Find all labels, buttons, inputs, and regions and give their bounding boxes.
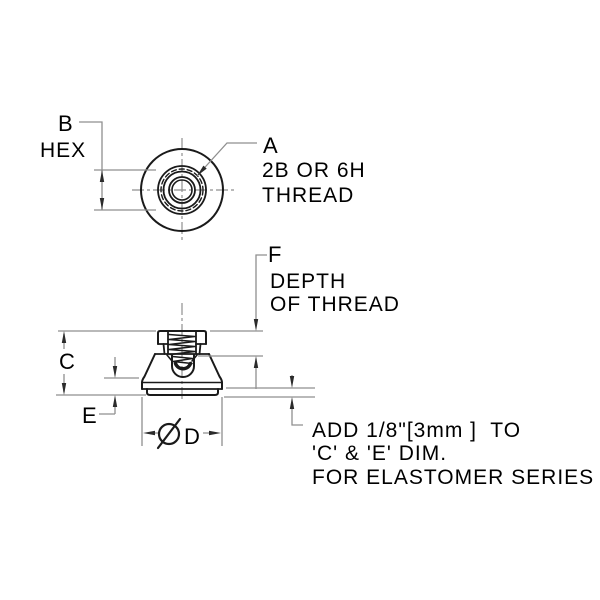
diameter-symbol-slash [156, 417, 182, 450]
note-line1: ADD 1/8"[3mm ] TO [312, 419, 521, 442]
a-thread-class-label: 2B OR 6H [262, 159, 366, 182]
thread-minor-circle [162, 170, 202, 210]
thread-coil-lower [171, 355, 194, 365]
d-arrow-left [143, 430, 155, 436]
a-thread-word-label: THREAD [262, 184, 354, 207]
cone-right-edge [208, 353, 223, 390]
c-arrow-up [61, 331, 67, 343]
callout-arrow-up [289, 397, 295, 409]
thread-coil-upper [168, 333, 196, 356]
c-label: C [59, 349, 76, 374]
b-dimension-line [79, 121, 103, 210]
socket-chamfer-lines [166, 354, 198, 362]
bore-chamfer-circle [168, 176, 196, 204]
bore-circle [171, 179, 193, 201]
e-arrow-up [112, 395, 118, 407]
note-line3: FOR ELASTOMER SERIES [312, 466, 594, 489]
hex-boss-circle [157, 165, 207, 215]
d-dimension: D [141, 397, 223, 450]
a-leader-arrow [197, 165, 207, 176]
cone-left-edge [141, 353, 156, 390]
top-view: B HEX A 2B OR 6H THREAD [40, 111, 366, 243]
e-tail-bottom [99, 406, 116, 415]
d-label: D [184, 424, 201, 449]
b-arrow-down [99, 198, 105, 210]
f-of-thread-label: OF THREAD [270, 293, 400, 316]
f-dimension: F DEPTH OF THREAD [198, 242, 400, 389]
base-bottom-band [146, 388, 219, 396]
b-hex-label: HEX [40, 139, 86, 162]
e-label: E [82, 403, 98, 428]
e-arrow-down [112, 366, 118, 378]
swivel-socket-outline [171, 354, 195, 378]
f-label: F [268, 242, 282, 267]
swivel-ball-arc [173, 361, 193, 371]
hex-inner-edges [167, 331, 197, 355]
a-leader-line [196, 142, 257, 177]
note-line2: 'C' & 'E' DIM. [312, 442, 447, 465]
thread-major-dashed-circle [160, 168, 204, 212]
c-arrow-down [61, 383, 67, 395]
f-arrow-up [253, 356, 259, 368]
hex-lower-edges [162, 343, 202, 355]
f-arrow-down [253, 319, 259, 331]
d-arrow-right [209, 430, 221, 436]
a-label: A [263, 133, 279, 158]
callout-leader-line [291, 406, 303, 426]
b-dimension: B HEX [40, 111, 156, 211]
elastomer-callout: ADD 1/8"[3mm ] TO 'C' & 'E' DIM. FOR ELA… [224, 375, 594, 489]
b-arrow-up [99, 170, 105, 182]
hex-cap-outline [157, 330, 207, 345]
diameter-symbol-circle [157, 422, 181, 446]
b-label: B [58, 111, 74, 136]
a-callout: A 2B OR 6H THREAD [196, 133, 366, 207]
f-depth-label: DEPTH [270, 270, 346, 293]
diameter-symbol [156, 417, 182, 450]
side-view: F DEPTH OF THREAD C E [56, 242, 594, 489]
e-dimension: E [82, 357, 139, 428]
c-dimension: C [56, 330, 156, 396]
f-dimension-line-top [255, 254, 267, 322]
outer-base-circle [140, 148, 224, 232]
callout-arrow-down [289, 376, 295, 388]
mount-body [141, 330, 223, 396]
